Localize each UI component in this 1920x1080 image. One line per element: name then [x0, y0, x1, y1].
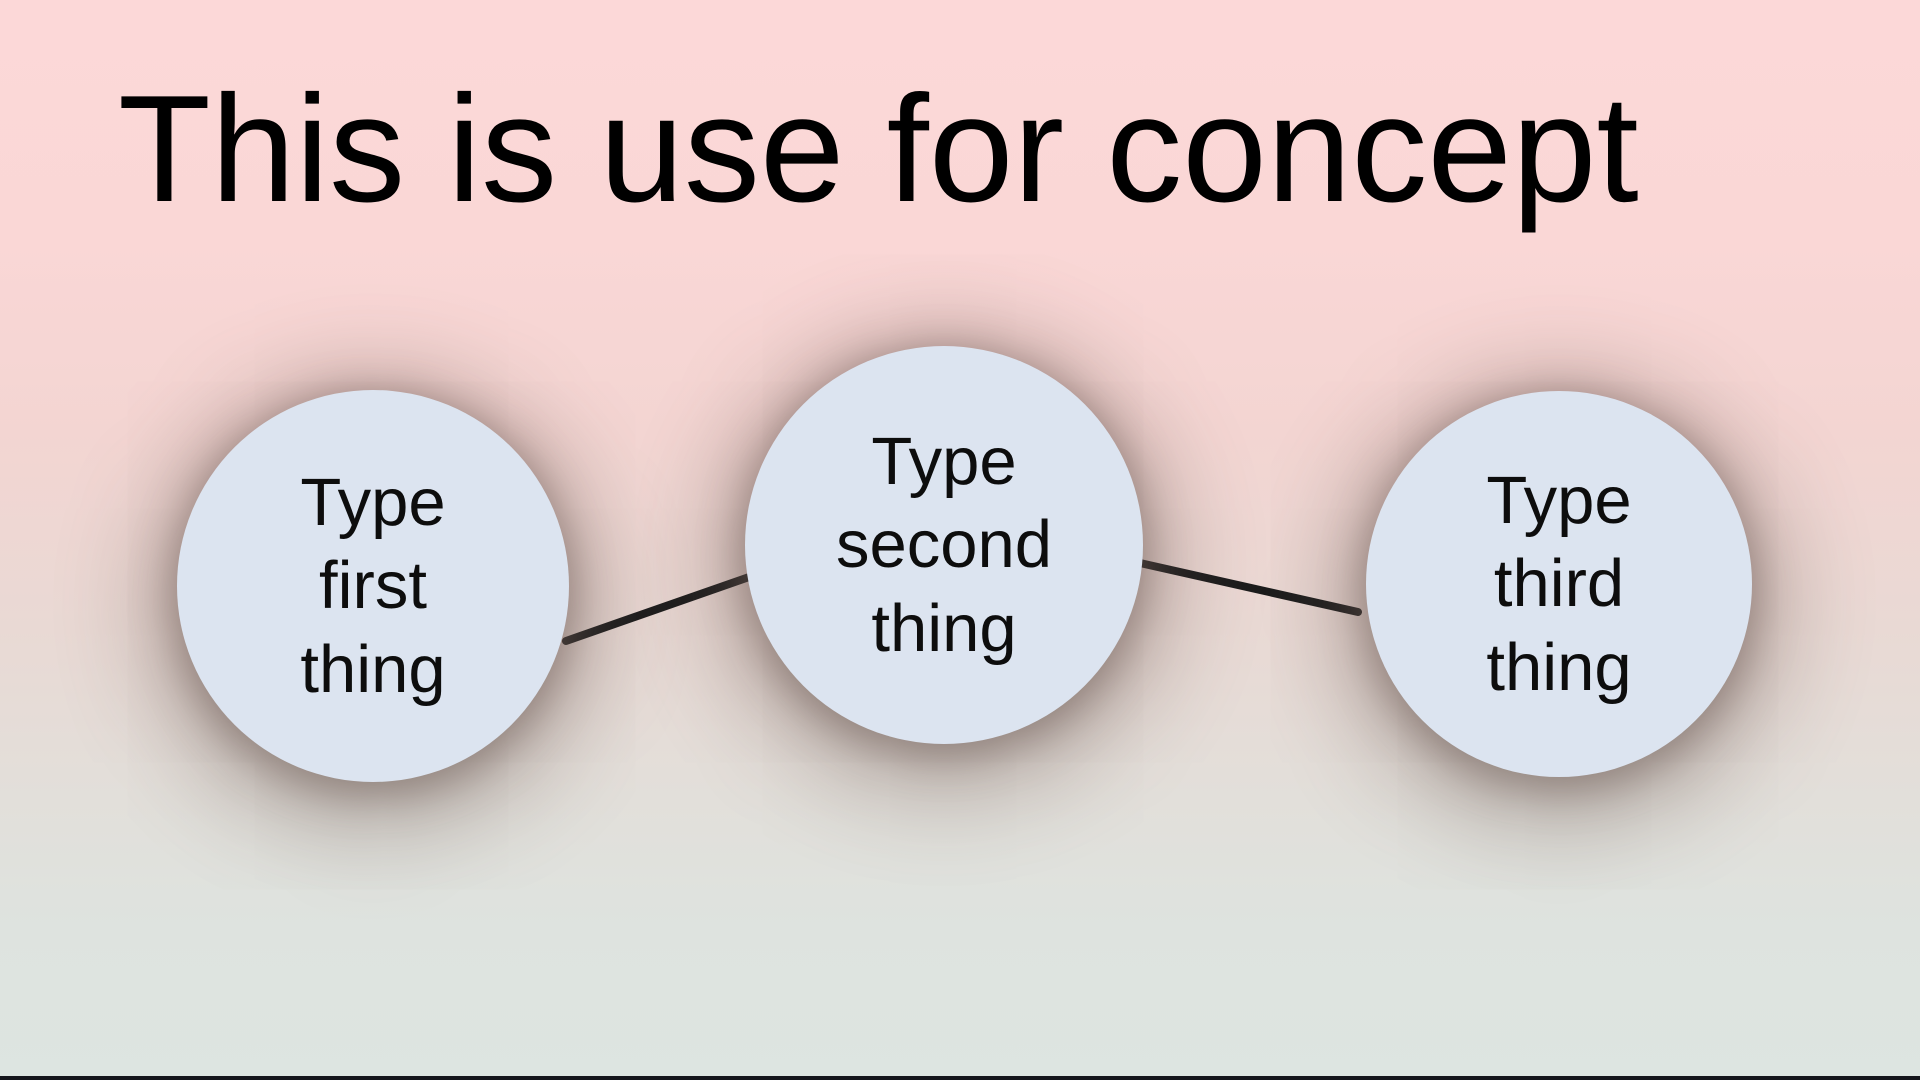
concept-node-third[interactable]: Type third thing — [1366, 391, 1752, 777]
concept-node-second[interactable]: Type second thing — [745, 346, 1143, 744]
concept-node-second-label: Type second thing — [835, 424, 1053, 666]
connector-second-third — [1136, 559, 1362, 616]
bottom-edge-bar — [0, 1076, 1920, 1080]
concept-node-first[interactable]: Type first thing — [177, 390, 569, 782]
concept-node-third-label: Type third thing — [1486, 463, 1632, 705]
slide-title[interactable]: This is use for concept — [118, 64, 1639, 234]
concept-node-first-label: Type first thing — [300, 465, 446, 707]
connector-first-second — [562, 572, 756, 645]
